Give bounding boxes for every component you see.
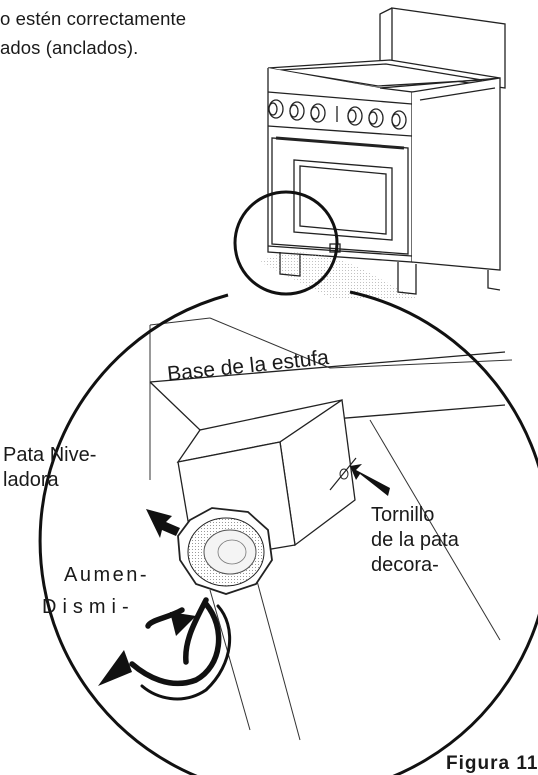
arrows xyxy=(146,464,390,538)
screw-label: Tornillo de la pata decora- xyxy=(371,503,459,578)
figure-label: Figura 11 xyxy=(446,753,538,774)
screw-arrow-icon xyxy=(350,464,390,496)
intro-text: o estén correctamente ados (anclados). xyxy=(0,4,250,62)
leveling-leg-arrow-icon xyxy=(146,509,180,538)
range-leveling-diagram xyxy=(38,7,538,775)
knobs xyxy=(268,99,407,130)
decorative-leg-screw xyxy=(329,457,357,491)
intro-line-1: o estén correctamente xyxy=(0,8,187,29)
rotation-arrows-icon xyxy=(129,597,232,701)
decrease-label: Dismi- xyxy=(42,596,135,618)
focus-circle xyxy=(233,190,339,296)
rotation-arrowhead-icon xyxy=(170,612,196,636)
screw-label-line-2: de la pata xyxy=(371,529,459,551)
leveling-foot xyxy=(177,507,273,595)
rotation-arrowhead-icon xyxy=(98,650,132,686)
screw-label-line-1: Tornillo xyxy=(371,504,435,526)
leveling-leg-label-line-1: Pata Nive- xyxy=(3,444,97,466)
increase-label: Aumen- xyxy=(64,564,150,586)
leveling-leg-label: Pata Nive- ladora xyxy=(3,443,96,493)
intro-line-2: ados (anclados). xyxy=(0,37,139,58)
magnified-detail xyxy=(149,317,513,741)
range-illustration xyxy=(260,7,506,300)
leveling-leg-label-line-2: ladora xyxy=(3,469,59,491)
screw-label-line-3: decora- xyxy=(371,554,439,576)
magnify-circle xyxy=(38,290,538,775)
